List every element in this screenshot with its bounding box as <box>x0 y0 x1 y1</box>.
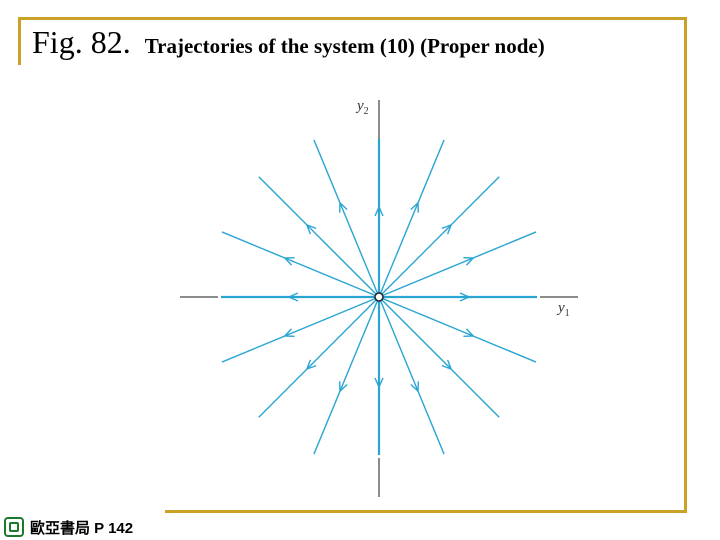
trajectory-arrow-11 <box>339 381 348 393</box>
trajectory-arrow-8 <box>287 292 299 302</box>
frame-right-rule <box>684 17 687 512</box>
trajectory-line-2 <box>378 176 500 298</box>
frame-bottom-rule <box>165 510 687 513</box>
trajectory-arrow-7 <box>283 257 295 266</box>
trajectory-arrow-9 <box>283 328 295 337</box>
trajectory-line-10 <box>258 296 380 418</box>
trajectory-line-14 <box>378 296 500 418</box>
trajectory-line-3 <box>378 139 445 298</box>
trajectory-arrow-2 <box>441 223 453 235</box>
trajectory-arrow-4 <box>374 205 384 217</box>
frame-left-rule <box>18 17 21 65</box>
trajectory-arrow-0 <box>459 292 471 302</box>
trajectory-arrow-15 <box>463 328 475 337</box>
trajectory-arrow-5 <box>339 201 348 213</box>
trajectory-line-15 <box>378 296 537 363</box>
trajectory-arrow-1 <box>463 257 475 266</box>
y2-axis-label: y2 <box>357 98 369 117</box>
publisher-footer: 歐亞書局 P 142 <box>4 514 133 540</box>
frame-top-rule <box>20 17 687 20</box>
trajectory-arrow-10 <box>305 359 317 371</box>
trajectory-arrow-13 <box>410 381 419 393</box>
trajectory-line-9 <box>221 296 380 363</box>
figure-label: Fig. 82. <box>32 24 131 60</box>
node-origin-point <box>374 292 384 302</box>
trajectory-line-5 <box>313 139 380 298</box>
y1-axis-label: y1 <box>558 300 570 319</box>
figure-caption: Trajectories of the system (10) (Proper … <box>144 34 545 58</box>
trajectory-arrow-6 <box>305 223 317 235</box>
trajectory-line-13 <box>378 296 445 455</box>
trajectory-line-7 <box>221 231 380 298</box>
trajectory-line-6 <box>258 176 380 298</box>
publisher-logo-icon <box>4 517 24 537</box>
trajectory-arrow-3 <box>410 201 419 213</box>
trajectory-line-11 <box>313 296 380 455</box>
slide-title: Fig. 82. Trajectories of the system (10) … <box>32 24 545 61</box>
trajectory-arrow-14 <box>441 359 453 371</box>
publisher-text: 歐亞書局 P 142 <box>30 519 134 537</box>
trajectory-arrow-12 <box>374 377 384 389</box>
trajectory-line-1 <box>378 231 537 298</box>
